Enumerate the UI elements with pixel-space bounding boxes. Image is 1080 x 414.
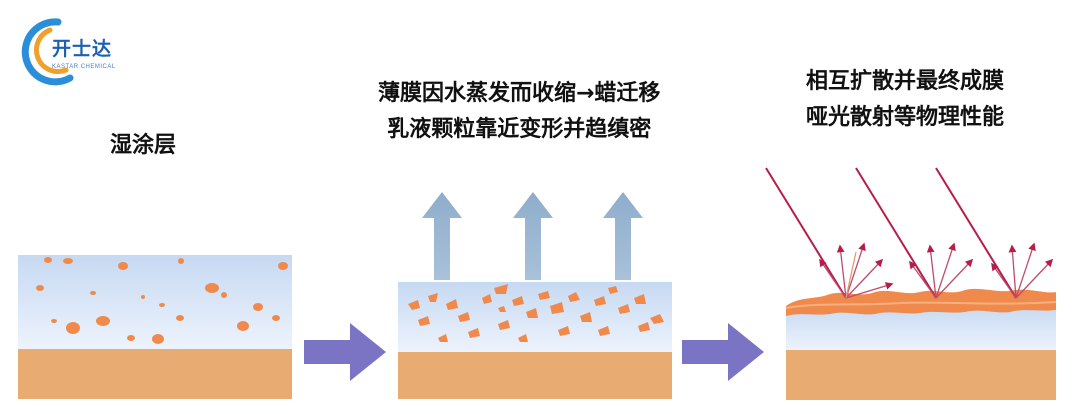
wet-coating-panel xyxy=(18,255,292,399)
stage-3-caption: 相互扩散并最终成膜 哑光散射等物理性能 xyxy=(806,64,1004,136)
logo-name-en: KASTAR CHEMICAL xyxy=(52,64,116,70)
stage-2-caption-line-1: 薄膜因水蒸发而收缩→蜡迁移 xyxy=(378,81,661,106)
stage-1-caption-line: 湿涂层 xyxy=(110,133,177,158)
light-rays xyxy=(765,167,1017,299)
light-ray-icon xyxy=(855,167,937,299)
right-arrow-icon xyxy=(304,323,386,381)
final-film-panel xyxy=(765,167,1057,400)
right-arrow-icon xyxy=(682,323,764,381)
film-highlight xyxy=(785,301,1057,309)
scattered-ray-faint xyxy=(845,251,857,299)
light-ray-icon xyxy=(765,167,847,299)
up-arrow-icon xyxy=(513,192,553,280)
scattered-rays xyxy=(819,242,1054,299)
vapor-arrows xyxy=(422,192,643,280)
emulsion-particles xyxy=(408,284,664,342)
substrate-layer xyxy=(398,352,672,399)
stage-2-caption: 薄膜因水蒸发而收缩→蜡迁移 乳液颗粒靠近变形并趋缜密 xyxy=(378,76,660,148)
stage-3-caption-line-2: 哑光散射等物理性能 xyxy=(806,105,1005,130)
stage-1-caption: 湿涂层 xyxy=(110,128,176,164)
light-ray-icon xyxy=(935,167,1017,299)
substrate-layer xyxy=(786,350,1056,400)
shrinking-film-panel xyxy=(398,192,672,399)
stage-2-caption-line-2: 乳液颗粒靠近变形并趋缜密 xyxy=(387,117,652,142)
coating-layer xyxy=(18,255,292,349)
logo-swirl-icon xyxy=(21,18,74,86)
company-logo: 开士达 KASTAR CHEMICAL xyxy=(18,14,158,92)
up-arrow-icon xyxy=(422,192,462,280)
stage-3-caption-line-1: 相互扩散并最终成膜 xyxy=(806,69,1005,94)
emulsion-particles xyxy=(36,257,288,344)
up-arrow-icon xyxy=(603,192,643,280)
logo-name-cn: 开士达 xyxy=(52,38,113,60)
substrate-layer xyxy=(18,349,292,399)
